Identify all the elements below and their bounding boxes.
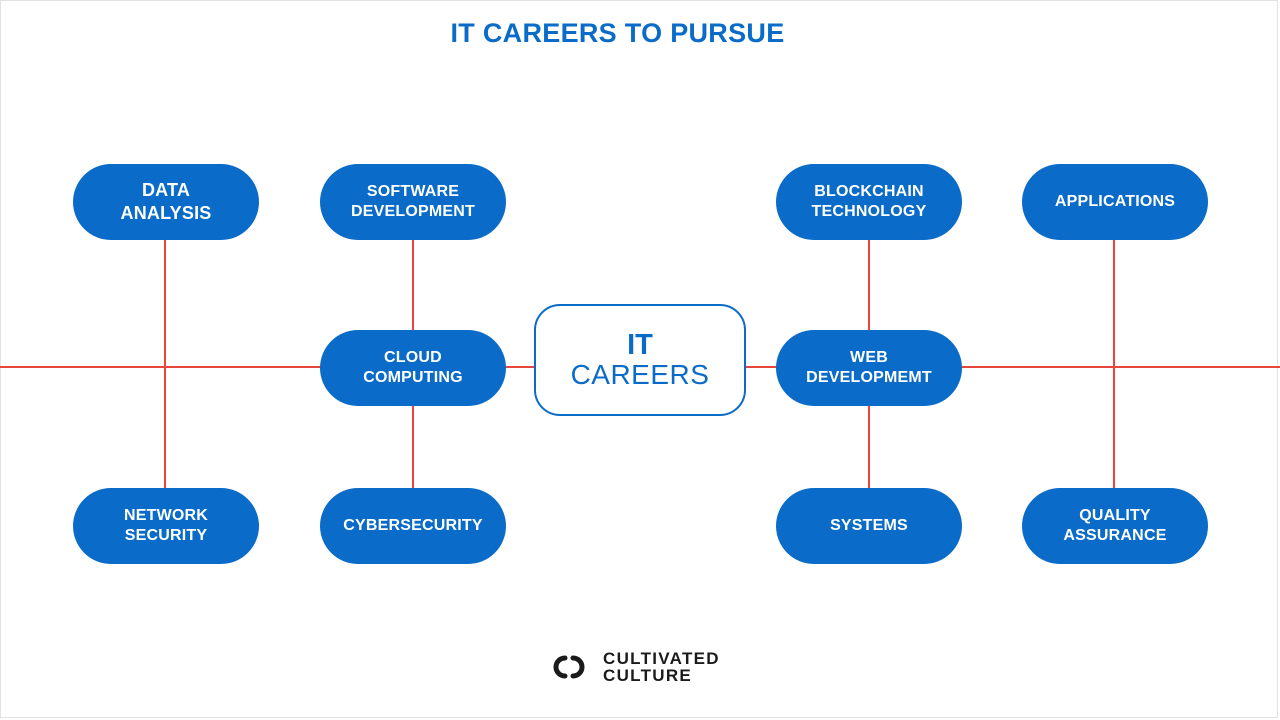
- node-label-line: DEVELOPMEMT: [806, 369, 932, 386]
- logo-text-line2: CULTURE: [603, 666, 693, 685]
- node-label-line: DATA: [141, 180, 191, 200]
- node-label-line: APPLICATIONS: [1054, 193, 1176, 210]
- center-label-careers: CAREERS: [570, 359, 710, 390]
- node-web-development: WEB DEVELOPMEMT: [776, 330, 962, 406]
- node-applications: APPLICATIONS: [1022, 164, 1208, 240]
- node-label-line: SOFTWARE: [366, 183, 460, 200]
- node-cloud-computing: CLOUD COMPUTING: [320, 330, 506, 406]
- node-quality-assurance: QUALITY ASSURANCE: [1022, 488, 1208, 564]
- node-label-line: SECURITY: [124, 527, 208, 544]
- node-label-line: BLOCKCHAIN: [814, 183, 924, 200]
- node-label-line: QUALITY: [1079, 507, 1151, 524]
- center-label-it: IT: [627, 329, 653, 361]
- diagram-title: IT CAREERS TO PURSUE: [450, 18, 785, 48]
- logo-text-line1: CULTIVATED: [603, 649, 720, 668]
- node-label-line: SYSTEMS: [830, 517, 908, 534]
- link-icon: [553, 655, 585, 679]
- node-label-line: DEVELOPMENT: [351, 203, 475, 220]
- brand-logo: CULTIVATED CULTURE: [545, 647, 720, 687]
- node-label-line: COMPUTING: [363, 369, 463, 386]
- node-label-line: ANALYSIS: [120, 203, 212, 223]
- center-node-it-careers: IT CAREERS: [534, 304, 746, 416]
- node-software-development: SOFTWARE DEVELOPMENT: [320, 164, 506, 240]
- node-cybersecurity: CYBERSECURITY: [320, 488, 506, 564]
- node-label-line: TECHNOLOGY: [811, 203, 927, 220]
- node-label-line: NETWORK: [123, 507, 209, 524]
- node-blockchain-technology: BLOCKCHAIN TECHNOLOGY: [776, 164, 962, 240]
- node-label-line: CYBERSECURITY: [343, 517, 483, 534]
- node-label-line: ASSURANCE: [1063, 527, 1167, 544]
- node-network-security: NETWORK SECURITY: [73, 488, 259, 564]
- node-systems: SYSTEMS: [776, 488, 962, 564]
- node-label-line: WEB: [850, 349, 888, 366]
- node-label-line: CLOUD: [384, 349, 442, 366]
- node-data-analysis: DATA ANALYSIS: [73, 164, 259, 240]
